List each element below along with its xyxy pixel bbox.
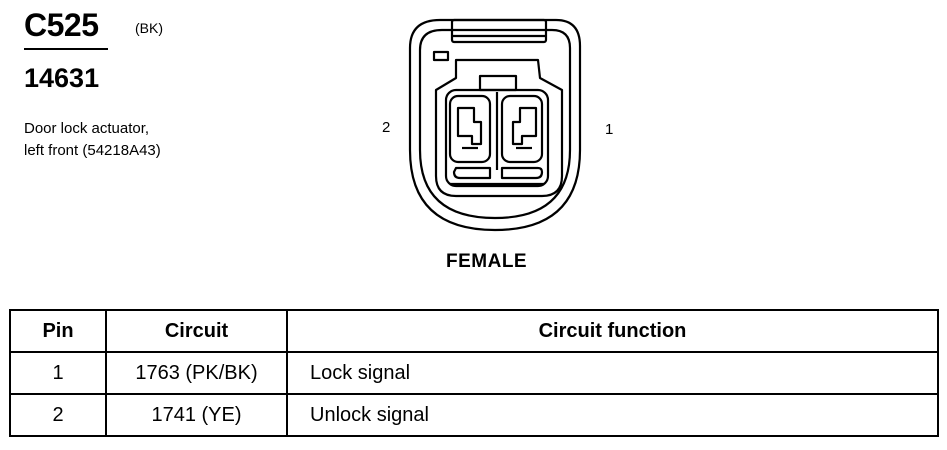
housing-outer xyxy=(408,18,582,232)
title-divider xyxy=(24,48,108,50)
color-code: (BK) xyxy=(135,20,163,36)
description-line-1: Door lock actuator, xyxy=(24,120,150,137)
header-circuit: Circuit xyxy=(105,309,288,353)
part-number: 14631 xyxy=(24,63,100,93)
pin-1-cavity xyxy=(500,94,544,164)
table-row: 1 1763 (PK/BK) Lock signal xyxy=(9,351,939,395)
header-circuit-function: Circuit function xyxy=(286,309,939,353)
housing-inner xyxy=(418,28,572,220)
pin-label-left: 2 xyxy=(382,119,391,136)
latch-slot xyxy=(432,50,450,62)
pin-table: Pin Circuit Circuit function 1 1763 (PK/… xyxy=(9,309,939,437)
body-recess xyxy=(434,58,564,198)
header-pin: Pin xyxy=(9,309,107,353)
connector-id: C525 xyxy=(24,7,99,43)
lock-tab xyxy=(450,18,548,44)
cell-pin: 2 xyxy=(9,393,107,437)
description-line-2: left front (54218A43) xyxy=(24,142,161,159)
pin-1-terminal xyxy=(511,106,538,146)
table-row: 2 1741 (YE) Unlock signal xyxy=(9,393,939,437)
cell-circuit: 1763 (PK/BK) xyxy=(105,351,288,395)
pin-label-right: 1 xyxy=(605,121,614,138)
cell-circuit-function: Unlock signal xyxy=(286,393,939,437)
bottom-rib-right xyxy=(500,166,544,180)
cell-pin: 1 xyxy=(9,351,107,395)
connector-description: Door lock actuator, left front (54218A43… xyxy=(24,118,161,162)
polarity-key xyxy=(478,74,518,92)
connector-face-diagram xyxy=(408,18,582,232)
connector-gender: FEMALE xyxy=(446,251,528,272)
table-header-row: Pin Circuit Circuit function xyxy=(9,309,939,353)
pin-2-cavity xyxy=(448,94,492,164)
terminal-block xyxy=(444,88,550,188)
bottom-rib-left xyxy=(452,166,492,180)
cell-circuit-function: Lock signal xyxy=(286,351,939,395)
cell-circuit: 1741 (YE) xyxy=(105,393,288,437)
pin-2-terminal xyxy=(456,106,483,146)
